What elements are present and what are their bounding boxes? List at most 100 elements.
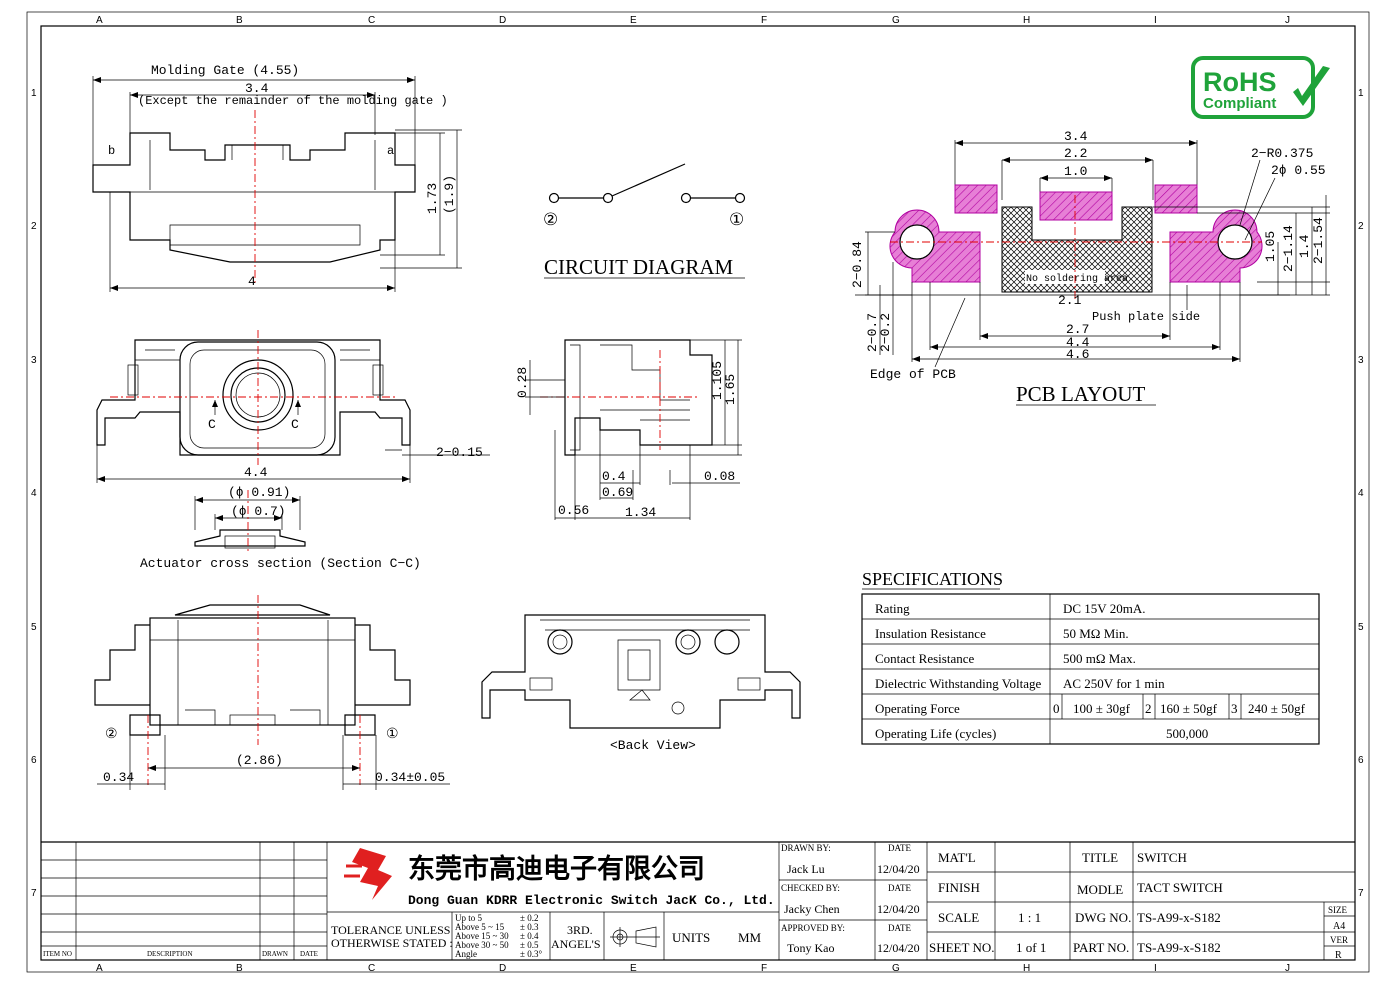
tolerance-label-1: TOLERANCE UNLESS (331, 923, 450, 937)
dim-1-105: 1.105 (710, 361, 725, 400)
scale-value: 1 : 1 (1018, 910, 1041, 925)
grid-row-left-6: 6 (31, 755, 37, 766)
ver-value: R (1335, 950, 1342, 961)
grid-col-top-J: J (1285, 15, 1290, 26)
dim-0-56: 0.56 (558, 503, 589, 518)
grid-row-right-7: 7 (1358, 888, 1364, 899)
pcb-dim-0-7: 2−0.7 (865, 313, 880, 352)
col-item-no: ITEM NO (43, 950, 72, 958)
units-label: UNITS (672, 930, 710, 945)
dim-2-0-15: 2−0.15 (436, 445, 483, 460)
grid-col-bottom-B: B (236, 963, 243, 974)
col-date: DATE (300, 950, 318, 958)
tol-value-1: ± 0.3 (520, 922, 539, 932)
bottom-view: ② ① (2.86) 0.34 0.34±0.05 (94, 595, 450, 790)
finish-label: FINISH (938, 880, 980, 895)
dim-0-08: 0.08 (704, 469, 735, 484)
spec-option-5: 240 ± 50gf (1248, 701, 1306, 716)
title-block: ITEM NO DESCRIPTION DRAWN DATE 东莞市高迪电子有限… (41, 841, 1355, 961)
grid-row-left-7: 7 (31, 888, 37, 899)
grid-col-bottom-A: A (96, 963, 103, 974)
part-no-label: PART NO. (1073, 940, 1129, 955)
projection-symbol-icon (610, 926, 660, 948)
projection-label-2: ANGEL'S (551, 937, 601, 951)
pcb-dim-1-05: 1.05 (1263, 231, 1278, 262)
tol-value-0: ± 0.2 (520, 913, 538, 923)
pcb-layout-title: PCB LAYOUT (1016, 382, 1146, 406)
ver-label: VER (1330, 935, 1348, 945)
pcb-dim-3-4: 3.4 (1064, 129, 1088, 144)
title-label: TITLE (1082, 850, 1118, 865)
spec-label-0: Rating (875, 601, 910, 616)
date-value-3: 12/04/20 (877, 941, 920, 955)
grid-col-bottom-D: D (499, 963, 506, 974)
actuator-caption: Actuator cross section (Section C−C) (140, 556, 421, 571)
bottom-terminal-1: ① (386, 725, 399, 741)
spec-value-3: AC 250V for 1 min (1063, 676, 1165, 691)
pcb-dim-2-2: 2.2 (1064, 146, 1087, 161)
back-view-caption: <Back View> (610, 738, 696, 753)
edge-of-pcb-label: Edge of PCB (870, 367, 956, 382)
matl-label: MAT'L (938, 850, 976, 865)
dim-1-34: 1.34 (625, 505, 656, 520)
dim-0-69: 0.69 (602, 485, 633, 500)
grid-row-left-3: 3 (31, 355, 37, 366)
company-name-en: Dong Guan KDRR Electronic Switch JacK Co… (408, 893, 775, 908)
tol-range-1: Above 5 ~ 15 (455, 922, 505, 932)
top-view: Molding Gate (4.55) 3.4 (Except the rema… (92, 63, 462, 292)
grid-col-bottom-J: J (1285, 963, 1290, 974)
dim-4: 4 (248, 274, 256, 289)
grid-col-top-B: B (236, 15, 243, 26)
circuit-diagram: ② ① CIRCUIT DIAGRAM (543, 163, 746, 279)
drawn-by-label: DRAWN BY: (781, 843, 831, 853)
grid-col-bottom-H: H (1023, 963, 1030, 974)
compliant-text: Compliant (1203, 95, 1276, 112)
sheet-border (26, 11, 1370, 973)
size-value: A4 (1333, 921, 1345, 932)
dim-3-4-top: 3.4 (245, 81, 269, 96)
dwg-no-value: TS-A99-x-S182 (1137, 910, 1221, 925)
front-view: C C 4.4 2−0.15 (96, 330, 490, 483)
sheet-no-value: 1 of 1 (1016, 940, 1046, 955)
label-a: a (387, 144, 394, 158)
spec-option-1: 100 ± 30gf (1073, 701, 1131, 716)
spec-option-4: 3 (1231, 701, 1238, 716)
model-value: TACT SWITCH (1137, 880, 1223, 895)
spec-value-1: 50 MΩ Min. (1063, 626, 1129, 641)
grid-col-bottom-E: E (630, 963, 637, 974)
grid-row-right-1: 1 (1358, 88, 1364, 99)
tol-range-3: Above 30 ~ 50 (455, 940, 509, 950)
grid-row-right-4: 4 (1358, 488, 1364, 499)
approved-by-value: Tony Kao (787, 941, 834, 955)
except-note: (Except the remainder of the molding gat… (138, 94, 448, 108)
pcb-layout: 3.4 2.2 1.0 No soldering area 2−R0.375 2… (850, 129, 1330, 406)
grid-col-top-C: C (368, 15, 375, 26)
spec-label-4: Operating Force (875, 701, 960, 716)
date-value-1: 12/04/20 (877, 862, 920, 876)
spec-label-2: Contact Resistance (875, 651, 975, 666)
dim-0-34-tol: 0.34±0.05 (375, 770, 445, 785)
dim-0-28: 0.28 (515, 367, 530, 398)
pcb-dim-1-4: 1.4 (1297, 234, 1312, 258)
col-description: DESCRIPTION (147, 950, 193, 958)
molding-gate-label: Molding Gate (4.55) (151, 63, 299, 78)
spec-value-2: 500 mΩ Max. (1063, 651, 1136, 666)
grid-row-right-3: 3 (1358, 355, 1364, 366)
part-no-value: TS-A99-x-S182 (1137, 940, 1221, 955)
spec-value-5: 500,000 (1166, 726, 1208, 741)
scale-label: SCALE (938, 910, 979, 925)
specifications-title: SPECIFICATIONS (862, 569, 1003, 589)
grid-col-bottom-I: I (1154, 963, 1157, 974)
pcb-dim-0-2: 2−0.2 (878, 313, 893, 352)
dim-4-4-front: 4.4 (244, 465, 268, 480)
grid-col-top-F: F (761, 15, 767, 26)
back-view: <Back View> (481, 614, 801, 753)
dim-2-86: (2.86) (236, 753, 283, 768)
grid-col-top-A: A (96, 15, 103, 26)
section-c-right: C (291, 417, 299, 432)
spec-label-5: Operating Life (cycles) (875, 726, 996, 741)
tol-range-2: Above 15 ~ 30 (455, 931, 509, 941)
